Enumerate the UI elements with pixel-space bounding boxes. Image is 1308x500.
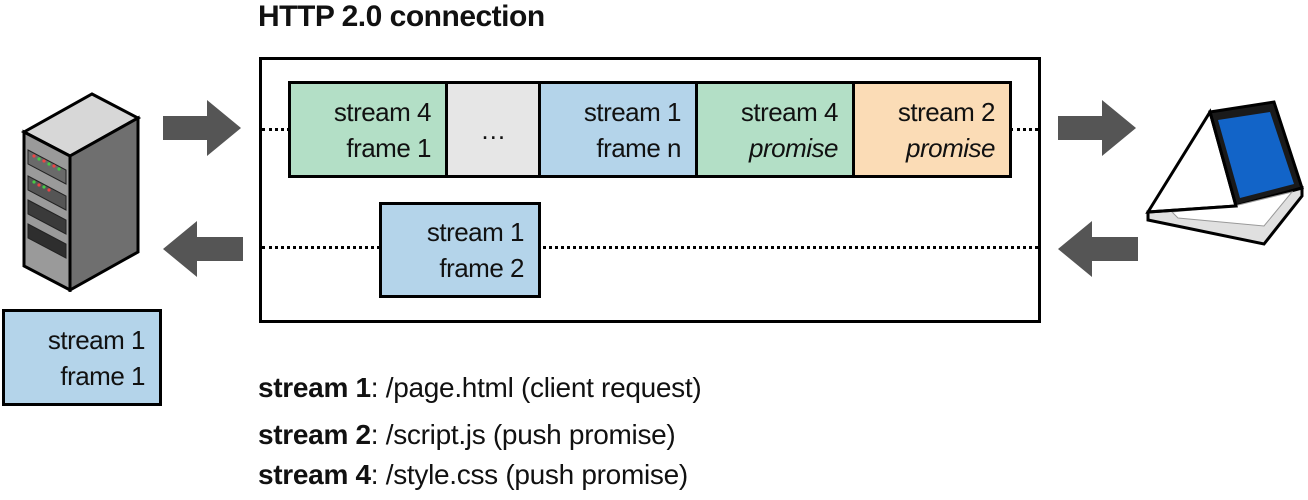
connection-box	[259, 57, 1041, 323]
frame-line1: stream 2	[897, 96, 996, 127]
diagram-title: HTTP 2.0 connection	[258, 0, 545, 33]
arrow-right-icon	[1058, 100, 1136, 156]
frame-line2: frame 1	[346, 132, 431, 163]
legend-key: stream 2	[258, 419, 371, 450]
legend-key: stream 1	[258, 372, 371, 403]
frame-stream4-frame1: stream 4 frame 1	[288, 81, 448, 178]
legend-key: stream 4	[258, 459, 371, 490]
arrow-left-icon	[1058, 221, 1138, 277]
frame-stream1-frame1-received: stream 1 frame 1	[2, 309, 162, 406]
frame-line1: stream 1	[426, 217, 525, 247]
frame-line2: frame 2	[439, 253, 524, 283]
frame-ellipsis: …	[445, 81, 541, 178]
arrow-left-icon	[163, 221, 243, 277]
dotted-line	[262, 246, 380, 249]
frame-line2: promise	[749, 132, 838, 163]
legend-value: : /script.js (push promise)	[370, 419, 676, 450]
frame-line1: …	[480, 114, 506, 145]
legend-value: : /page.html (client request)	[370, 372, 702, 403]
dotted-line	[262, 128, 290, 131]
frame-stream1-frame2: stream 1 frame 2	[379, 202, 541, 298]
arrow-right-icon	[163, 100, 241, 156]
frame-line2: frame n	[596, 132, 681, 163]
frame-line1: stream 4	[333, 96, 432, 127]
legend-stream2: stream 2: /script.js (push promise)	[258, 419, 676, 451]
frame-line2: promise	[906, 132, 995, 163]
frame-stream2-promise: stream 2 promise	[852, 81, 1012, 178]
legend-value: : /style.css (push promise)	[370, 459, 688, 490]
legend-stream1: stream 1: /page.html (client request)	[258, 372, 702, 404]
dotted-line	[538, 246, 1038, 249]
frame-line1: stream 1	[583, 96, 682, 127]
frame-line1: stream 4	[740, 96, 839, 127]
dotted-line	[1010, 128, 1038, 131]
frame-line2: frame 1	[60, 360, 145, 391]
legend-stream4: stream 4: /style.css (push promise)	[258, 459, 688, 491]
frame-line1: stream 1	[47, 324, 146, 355]
frame-stream1-frame-n: stream 1 frame n	[538, 81, 698, 178]
server-icon	[20, 92, 142, 292]
laptop-icon	[1145, 100, 1304, 246]
frame-stream4-promise: stream 4 promise	[695, 81, 855, 178]
